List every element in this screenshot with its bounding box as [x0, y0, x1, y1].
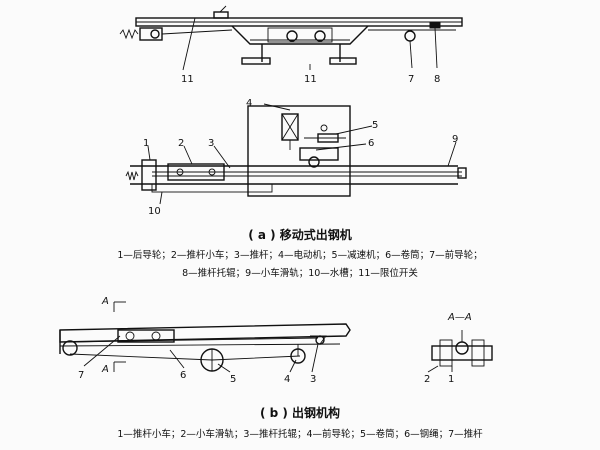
caption-b: ( b ) 出钢机构 — [259, 406, 341, 420]
label-7: 7 — [408, 74, 414, 85]
legend-a-line-2: 8—推杆托辊；9—小车滑轨；10—水槽；11—限位开关 — [182, 268, 418, 279]
label-8: 8 — [434, 74, 440, 85]
label-1: 1 — [143, 138, 149, 149]
label-6: 6 — [368, 138, 374, 149]
label-b-4: 4 — [284, 374, 290, 385]
elevation-view — [119, 5, 463, 71]
label-5: 5 — [372, 120, 378, 131]
label-sec-2: 2 — [424, 374, 430, 385]
label-b-7: 7 — [78, 370, 84, 381]
section-mark-a-bottom: A — [101, 364, 109, 375]
label-3: 3 — [208, 138, 214, 149]
label-b-6: 6 — [180, 370, 186, 381]
section-mark-a-top: A — [101, 296, 109, 307]
label-9: 9 — [452, 134, 458, 145]
label-b-3: 3 — [310, 374, 316, 385]
section-title: A—A — [447, 312, 472, 323]
section-a-a-view — [427, 330, 493, 373]
label-11-right: 11 — [304, 74, 317, 85]
caption-a: ( a ) 移动式出钢机 — [248, 228, 352, 242]
legend-b: 1—推杆小车；2—小车滑轨；3—推杆托辊；4—前导轮；5—卷筒；6—钢绳；7—推… — [117, 429, 483, 440]
label-2: 2 — [178, 138, 184, 149]
label-10: 10 — [148, 206, 161, 217]
label-4: 4 — [246, 98, 252, 109]
mechanism-side-view — [59, 301, 351, 373]
label-sec-1: 1 — [448, 374, 454, 385]
label-11-left: 11 — [181, 74, 194, 85]
legend-a-line-1: 1—后导轮；2—推杆小车；3—推杆；4—电动机；5—减速机；6—卷筒；7—前导轮… — [117, 250, 483, 261]
plan-view — [125, 103, 467, 205]
label-b-5: 5 — [230, 374, 236, 385]
